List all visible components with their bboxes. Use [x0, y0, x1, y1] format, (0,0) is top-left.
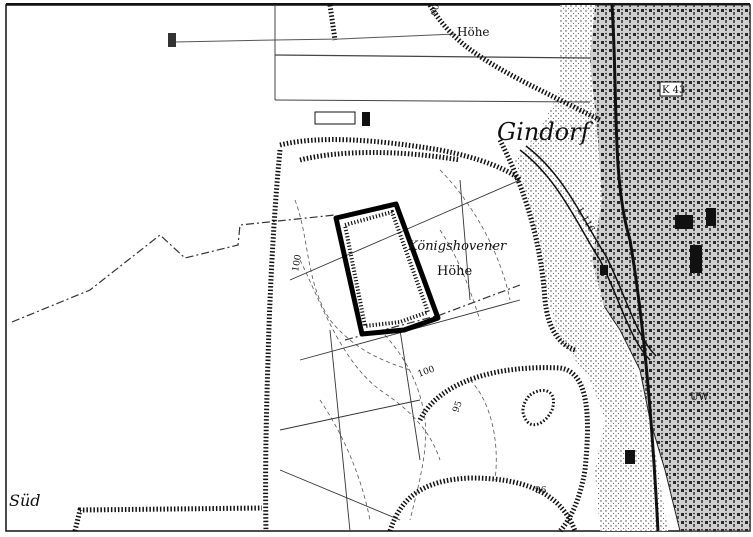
building-block: [706, 208, 716, 226]
embankment-south-2: [387, 475, 578, 532]
structure-north-2: [362, 112, 370, 126]
highlighted-parcel[interactable]: [333, 201, 441, 337]
road-north-3: [274, 99, 591, 103]
label-contour-95: 95: [451, 400, 464, 414]
label-contour-90: 90: [430, 3, 442, 16]
building-block: [600, 265, 608, 275]
label-hoehe-mid: Höhe: [437, 264, 473, 279]
stippled-terrain-east: [515, 5, 668, 531]
building-block: [690, 245, 702, 273]
quarry-pit-inner: [521, 389, 555, 427]
label-uw: UW: [690, 392, 709, 403]
label-koenigshovener: Königshovener: [407, 239, 507, 254]
embankment-east-river: [497, 138, 576, 353]
road-north-2: [274, 54, 591, 59]
quarry-pit-east: [417, 365, 590, 533]
contour-lines: [294, 169, 511, 521]
embankment-west: [263, 149, 283, 532]
label-hoehe-top: Höhe: [457, 25, 490, 39]
embankment-south: [72, 505, 263, 532]
label-contour-100b: 100: [291, 254, 304, 273]
road-north: [174, 33, 456, 43]
label-k43: K 43: [662, 85, 685, 96]
label-sued: Süd: [9, 491, 41, 510]
railway-line: [610, 4, 660, 532]
road-l116-parallel: [525, 145, 657, 357]
label-gindorf: Gindorf: [497, 118, 594, 146]
structure-symbol: [168, 33, 176, 47]
building-block: [675, 215, 693, 229]
administrative-boundary: [11, 214, 336, 323]
embankment-north-band: [327, 3, 602, 123]
quarry-rim-north: [279, 137, 522, 182]
building-block: [625, 450, 635, 464]
highlighted-parcel-inner-hatch: [342, 209, 431, 329]
building-block: [659, 81, 683, 97]
structure-north: [314, 111, 356, 125]
road-l116: [519, 149, 651, 361]
label-contour-96: 96: [535, 486, 547, 496]
